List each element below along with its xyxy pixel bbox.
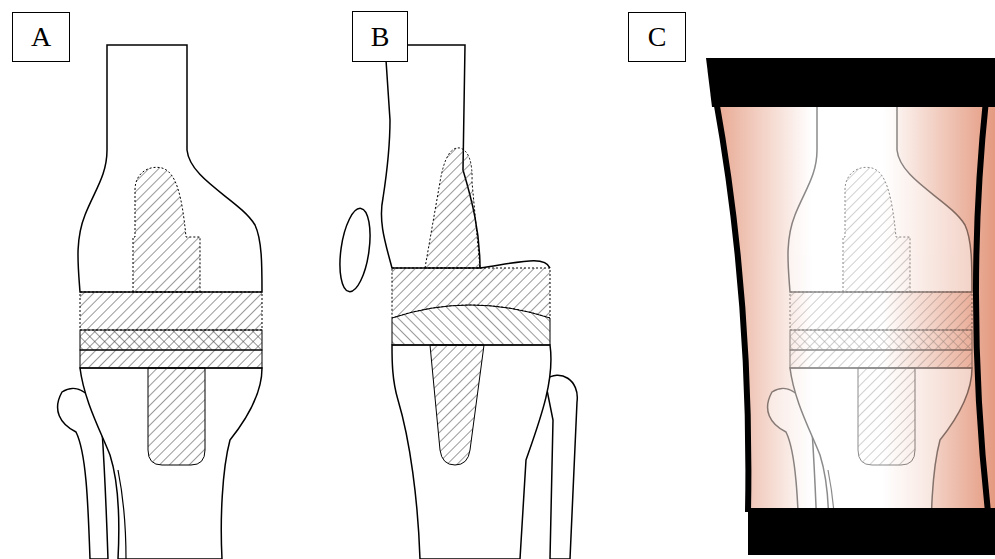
panel-letter: B xyxy=(371,23,390,51)
panel-letter: C xyxy=(648,23,667,51)
knee-sleeve xyxy=(700,40,995,559)
knee-lateral xyxy=(335,45,577,559)
knee-frontal xyxy=(58,45,262,559)
panel-letter: A xyxy=(31,23,51,51)
panel-label-box: C xyxy=(628,12,686,62)
panel-label-box: B xyxy=(352,11,408,62)
panel-label-box: A xyxy=(12,12,70,62)
